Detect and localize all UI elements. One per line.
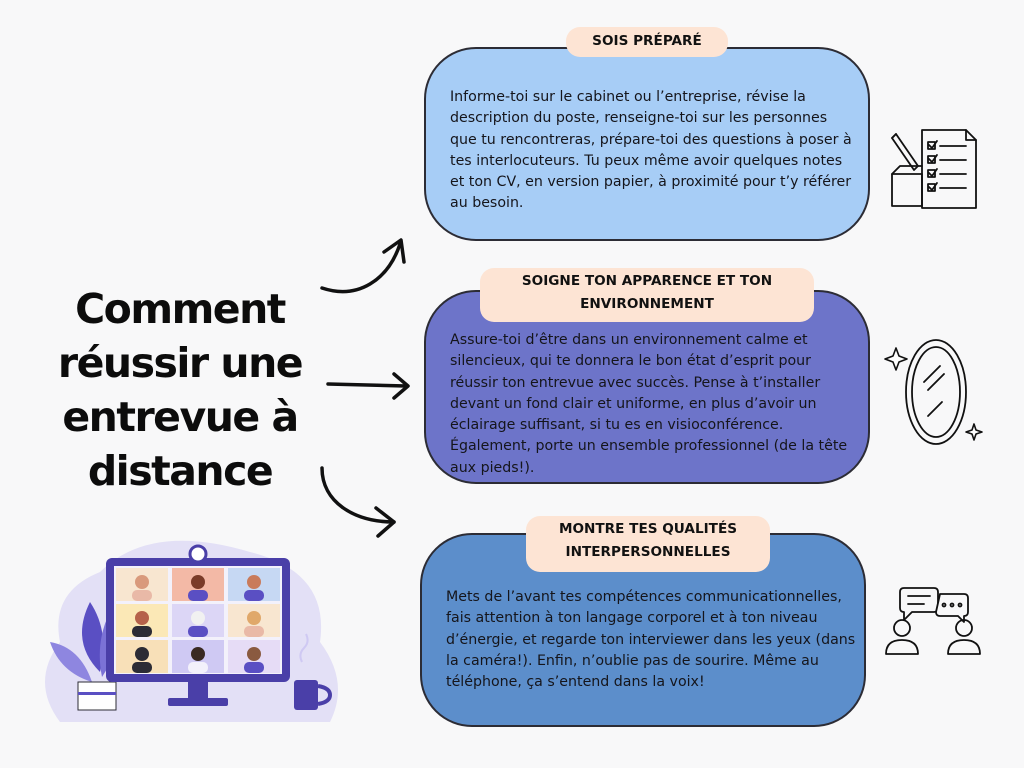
arrow-right-icon bbox=[326, 372, 410, 400]
arrow-down-icon bbox=[320, 466, 396, 538]
card-skills: Mets de l’avant tes compétences communic… bbox=[420, 533, 866, 727]
mirror-icon bbox=[884, 339, 983, 445]
checklist-icon bbox=[891, 129, 977, 209]
arrow-up-icon bbox=[320, 238, 406, 294]
card-appearance-heading: SOIGNE TON APPARENCE ET TON ENVIRONNEMEN… bbox=[480, 268, 814, 322]
card-appearance-text: Assure-toi d’être dans un environnement … bbox=[450, 332, 848, 476]
card-skills-heading: MONTRE TES QUALITÉS INTERPERSONNELLES bbox=[526, 516, 770, 572]
card-prepare: Informe-toi sur le cabinet ou l’entrepri… bbox=[424, 47, 870, 241]
card-skills-text: Mets de l’avant tes compétences communic… bbox=[446, 589, 856, 691]
page-title: Comment réussir une entrevue à distance bbox=[57, 285, 304, 495]
card-prepare-heading: SOIS PRÉPARÉ bbox=[566, 27, 728, 57]
conversation-icon bbox=[885, 587, 981, 655]
mug-icon bbox=[294, 633, 333, 710]
card-prepare-text: Informe-toi sur le cabinet ou l’entrepri… bbox=[450, 89, 852, 212]
video-call-illustration bbox=[45, 540, 338, 722]
